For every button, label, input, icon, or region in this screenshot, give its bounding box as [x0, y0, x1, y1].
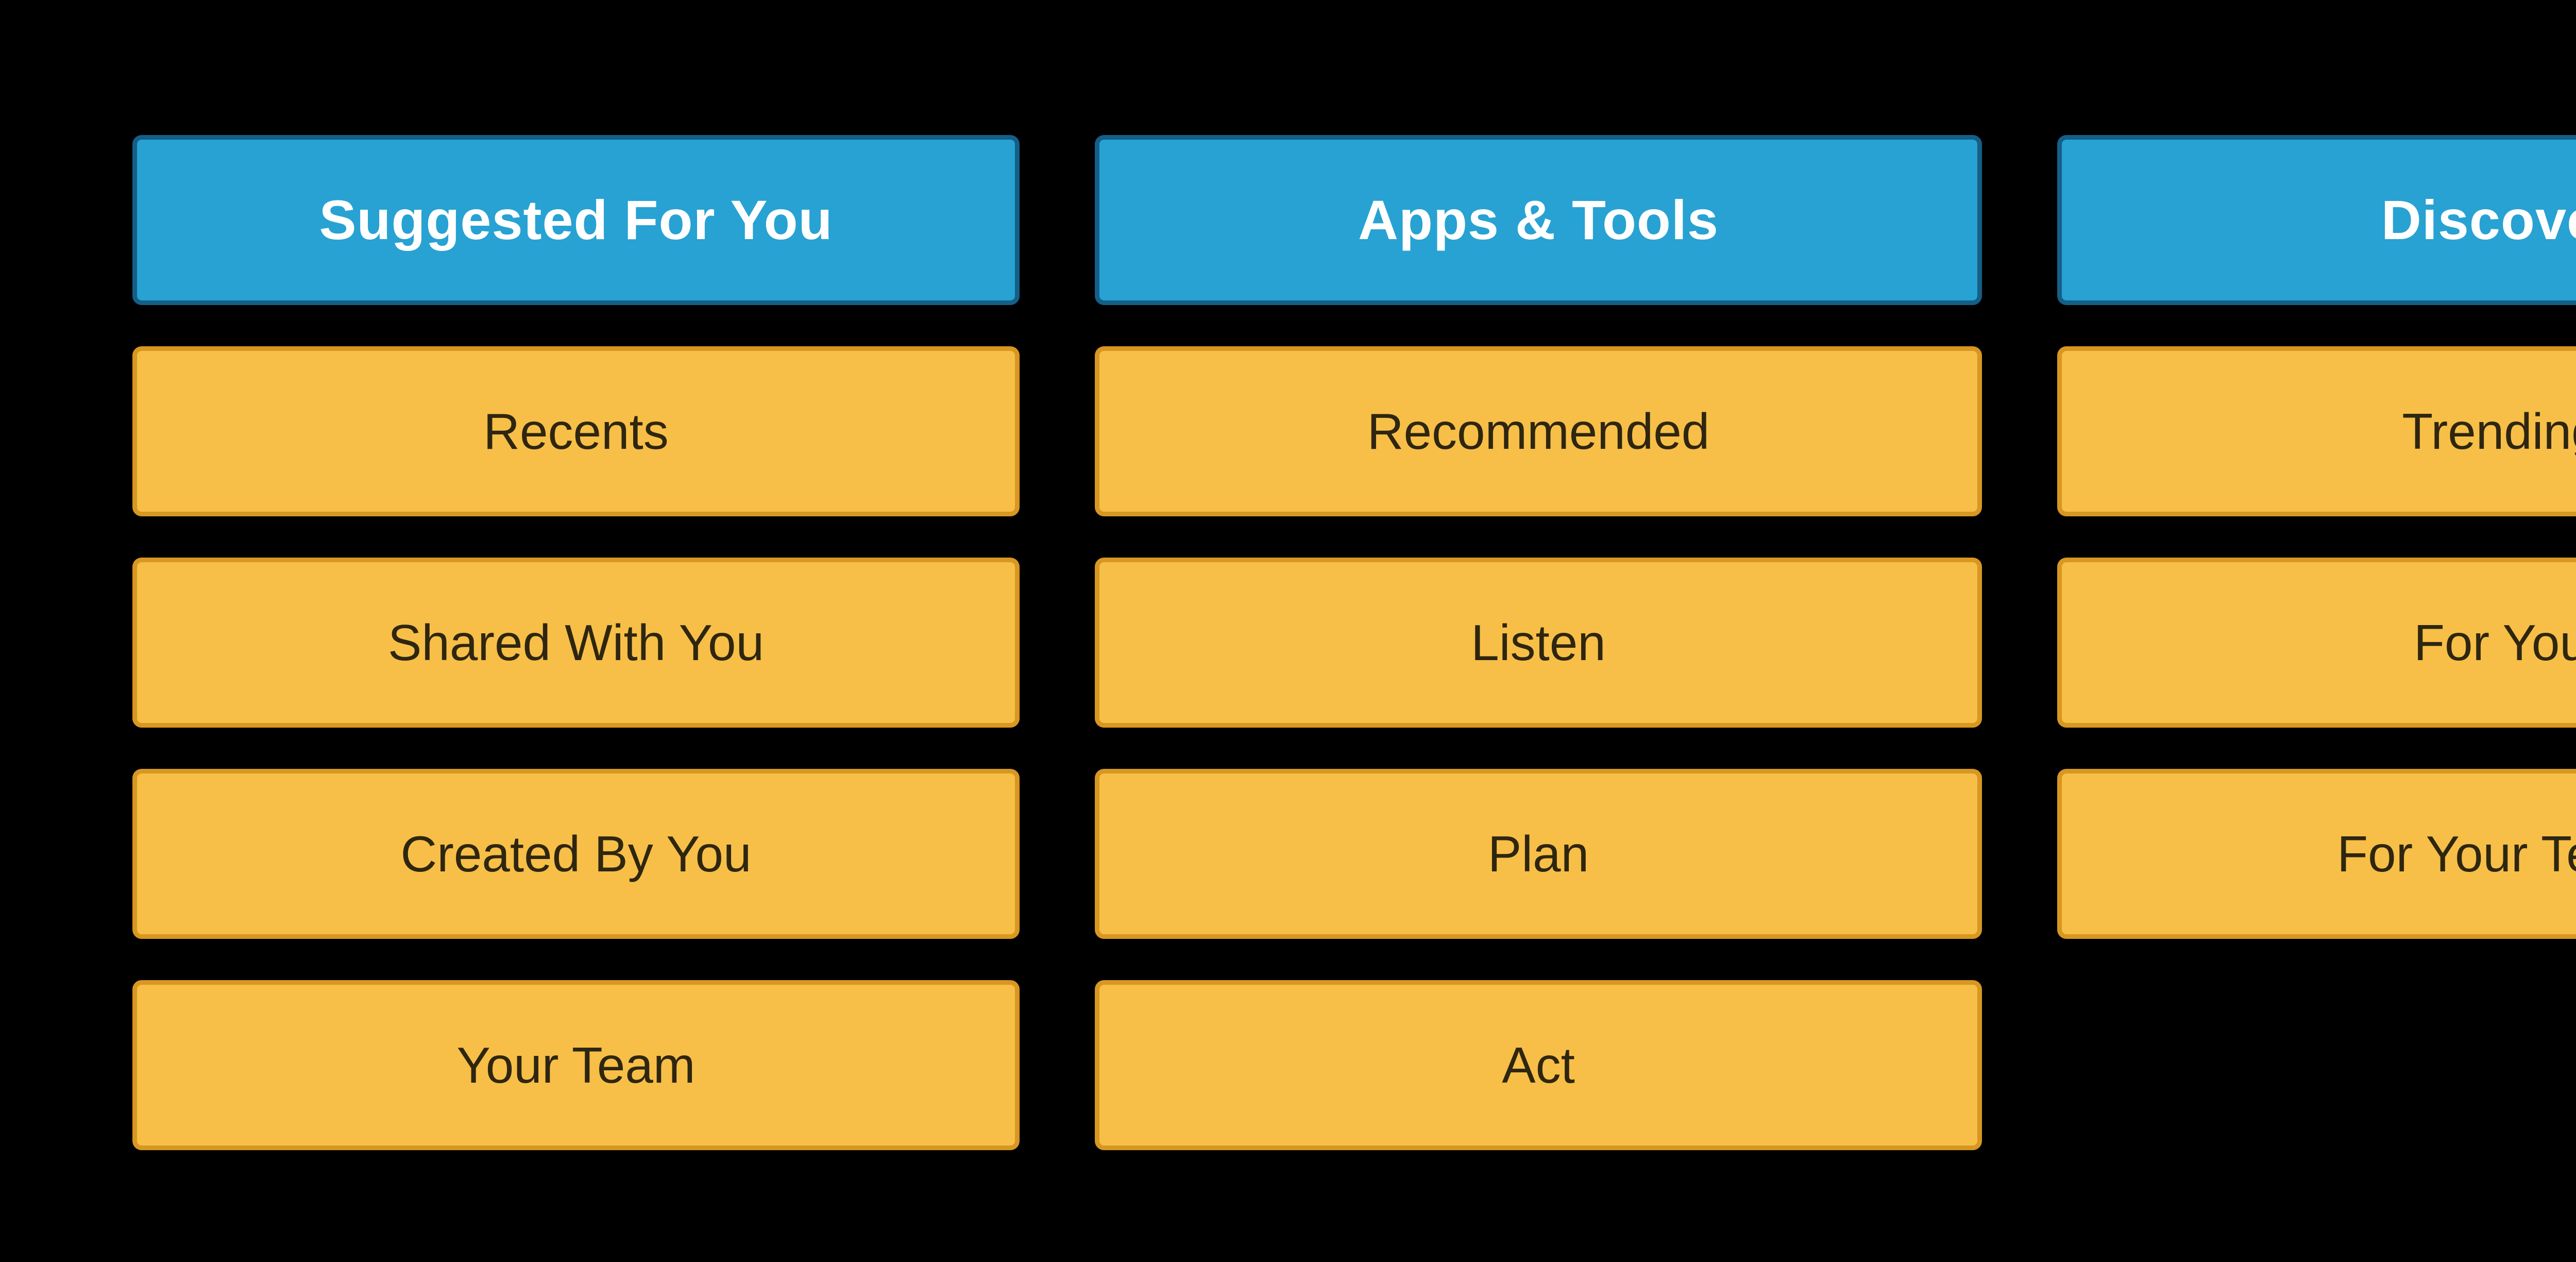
button-your-team[interactable]: Your Team: [132, 980, 1020, 1150]
button-trending[interactable]: Trending: [2057, 346, 2576, 516]
column-apps-and-tools: Apps & Tools Recommended Listen Plan Act: [1095, 135, 1982, 1150]
button-for-you[interactable]: For You: [2057, 558, 2576, 728]
button-shared-with-you[interactable]: Shared With You: [132, 558, 1020, 728]
button-recents[interactable]: Recents: [132, 346, 1020, 516]
button-plan[interactable]: Plan: [1095, 769, 1982, 939]
button-recommended[interactable]: Recommended: [1095, 346, 1982, 516]
button-act[interactable]: Act: [1095, 980, 1982, 1150]
button-for-your-team[interactable]: For Your Team: [2057, 769, 2576, 939]
button-grid: Suggested For You Recents Shared With Yo…: [132, 135, 2576, 1150]
column-header-suggested-for-you[interactable]: Suggested For You: [132, 135, 1020, 305]
button-listen[interactable]: Listen: [1095, 558, 1982, 728]
column-discover: Discover Trending For You For Your Team: [2057, 135, 2576, 1150]
column-header-apps-and-tools[interactable]: Apps & Tools: [1095, 135, 1982, 305]
column-header-discover[interactable]: Discover: [2057, 135, 2576, 305]
column-suggested-for-you: Suggested For You Recents Shared With Yo…: [132, 135, 1020, 1150]
button-created-by-you[interactable]: Created By You: [132, 769, 1020, 939]
